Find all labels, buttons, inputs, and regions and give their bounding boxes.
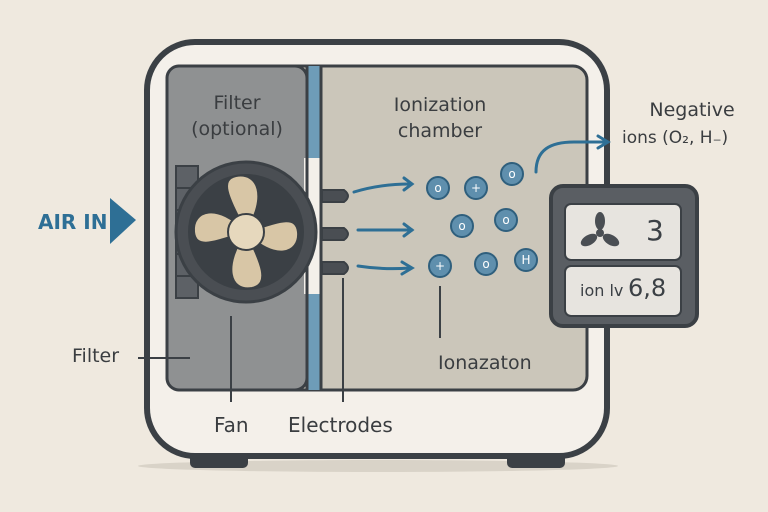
- ion-particle: +: [464, 176, 488, 200]
- filter-side-label: Filter: [72, 345, 120, 367]
- pointer-lines: [138, 278, 441, 402]
- ion-particle: o: [474, 252, 498, 276]
- chamber-label: Ionization chamber: [360, 92, 520, 144]
- ion-particle: o: [500, 162, 524, 186]
- ion-particle: +: [428, 254, 452, 278]
- filter-optional-label: Filter (optional): [170, 90, 304, 142]
- ion-symbol: o: [458, 219, 465, 233]
- negative-ions-line1: Negative: [649, 99, 735, 121]
- ion-symbol: +: [435, 259, 445, 273]
- ion-circle: [464, 176, 488, 200]
- outlet-arrow: [534, 134, 611, 174]
- fan-speed-value: 3: [646, 214, 664, 247]
- ion-symbol: o: [482, 257, 489, 271]
- fan: [174, 160, 318, 304]
- negative-ions-label: Negative ions (O₂, H₋): [622, 96, 762, 152]
- chamber-line1: Ionization: [393, 94, 487, 116]
- ion-particle: H: [514, 248, 538, 272]
- fan-label: Fan: [214, 413, 249, 437]
- ion-circle: [514, 248, 538, 272]
- fan-speed-icon: [580, 212, 620, 247]
- ion-symbol: o: [508, 167, 515, 181]
- electrodes-label: Electrodes: [288, 413, 393, 437]
- ion-symbol: o: [502, 213, 509, 227]
- ion-circle: [474, 252, 498, 276]
- ion-particle: o: [450, 214, 474, 238]
- ion-level-value: 6,8: [628, 274, 667, 302]
- airflow-arrows: [352, 176, 415, 276]
- ion-symbol: o: [434, 181, 441, 195]
- chamber-line2: chamber: [397, 120, 483, 142]
- negative-ions-line2: ions (O₂, H₋): [622, 128, 729, 148]
- ion-circle: [428, 254, 452, 278]
- ionization-bottom-label: Ionazaton: [438, 352, 532, 374]
- ion-particle: o: [494, 208, 518, 232]
- ion-particle: o: [426, 176, 450, 200]
- air-in-label: AIR IN: [38, 210, 108, 234]
- ion-level-label: ion lv: [580, 281, 624, 300]
- ion-circle: [500, 162, 524, 186]
- ion-circle: [494, 208, 518, 232]
- electrodes: [321, 189, 349, 275]
- air-in-arrow: [110, 198, 136, 244]
- floor-shadow: [138, 460, 618, 472]
- filter-optional-line1: Filter: [213, 92, 261, 114]
- ion-circle: [426, 176, 450, 200]
- filter-optional-line2: (optional): [191, 118, 283, 140]
- ion-symbol: +: [471, 181, 481, 195]
- control-display: [549, 184, 699, 328]
- ion-symbol: H: [521, 253, 530, 267]
- ion-circle: [450, 214, 474, 238]
